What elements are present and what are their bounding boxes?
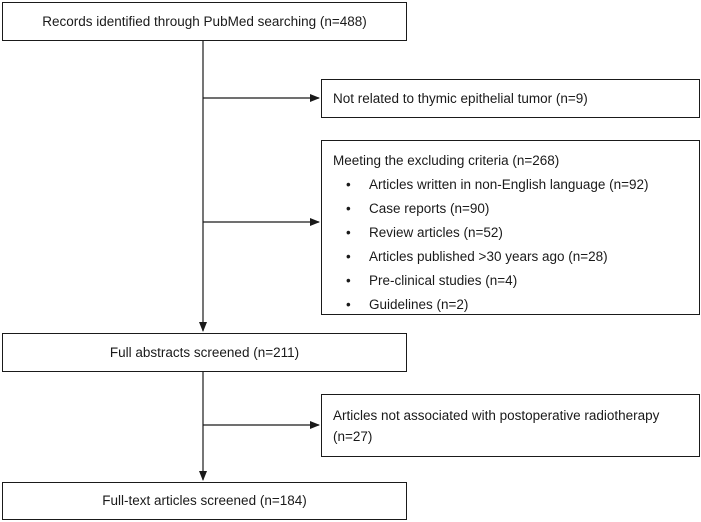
not-related-text: Not related to thymic epithelial tumor (…: [333, 90, 588, 106]
list-item: • Pre-clinical studies (n=4): [333, 271, 691, 295]
list-item-label: Articles published >30 years ago (n=28): [369, 249, 608, 264]
list-item: • Case reports (n=90): [333, 199, 691, 223]
list-item: • Guidelines (n=2): [333, 295, 691, 319]
bullet-icon: •: [346, 177, 351, 192]
list-item-label: Articles written in non-English language…: [369, 177, 649, 192]
list-item-label: Case reports (n=90): [369, 201, 490, 216]
excluding-criteria-list: • Articles written in non-English langua…: [333, 175, 691, 319]
not-associated-text: Articles not associated with postoperati…: [333, 407, 660, 444]
list-item: • Review articles (n=52): [333, 223, 691, 247]
bullet-icon: •: [346, 225, 351, 240]
bullet-icon: •: [346, 201, 351, 216]
fulltext-screened-text: Full-text articles screened (n=184): [102, 493, 307, 508]
bullet-icon: •: [346, 249, 351, 264]
excluding-criteria-box: Meeting the excluding criteria (n=268) •…: [321, 140, 700, 315]
fulltext-screened-box: Full-text articles screened (n=184): [2, 482, 407, 520]
not-related-box: Not related to thymic epithelial tumor (…: [321, 79, 700, 118]
not-associated-box: Articles not associated with postoperati…: [321, 394, 700, 457]
bullet-icon: •: [346, 297, 351, 312]
abstracts-screened-text: Full abstracts screened (n=211): [109, 344, 300, 360]
excluding-criteria-heading: Meeting the excluding criteria (n=268): [333, 153, 560, 168]
records-identified-box: Records identified through PubMed search…: [2, 2, 407, 41]
records-identified-text: Records identified through PubMed search…: [42, 13, 367, 29]
list-item-label: Pre-clinical studies (n=4): [369, 273, 518, 288]
abstracts-screened-box: Full abstracts screened (n=211): [2, 333, 407, 372]
list-item-label: Guidelines (n=2): [369, 297, 469, 312]
list-item: • Articles written in non-English langua…: [333, 175, 691, 199]
bullet-icon: •: [346, 273, 351, 288]
list-item-label: Review articles (n=52): [369, 225, 503, 240]
list-item: • Articles published >30 years ago (n=28…: [333, 247, 691, 271]
